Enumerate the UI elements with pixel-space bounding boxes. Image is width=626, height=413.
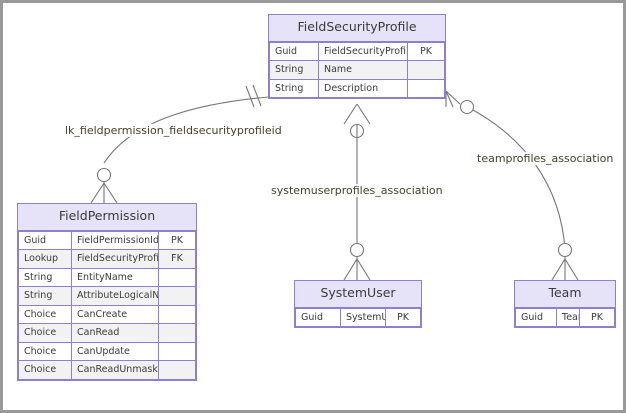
attribute-table: Guid FieldSecurityProfileId PK String Na… bbox=[269, 41, 445, 99]
crowfoot-zero-circle-team-bot bbox=[557, 242, 573, 258]
attr-name: FieldPermissionId bbox=[71, 230, 159, 250]
attr-name: AttributeLogicalName bbox=[71, 286, 159, 306]
attr-type: String bbox=[18, 286, 72, 306]
attr-name: CanUpdate bbox=[71, 341, 159, 361]
attr-type: Choice bbox=[18, 323, 72, 343]
attr-key bbox=[158, 341, 196, 361]
crowfoot-foot-sysuser-bot bbox=[343, 258, 371, 281]
attr-key: PK bbox=[579, 307, 615, 327]
entity-fieldpermission[interactable]: FieldPermission Guid FieldPermissionId P… bbox=[17, 203, 197, 381]
table-row[interactable]: Lookup FieldSecurityProfileId FK bbox=[18, 249, 196, 269]
attr-name: CanCreate bbox=[71, 304, 159, 324]
attr-type: Lookup bbox=[18, 249, 72, 269]
attr-type: Guid bbox=[515, 307, 557, 327]
edge-line-team bbox=[472, 109, 566, 250]
table-row[interactable]: Choice CanReadUnmasked bbox=[18, 360, 196, 380]
crowfoot-foot-sysuser-top bbox=[343, 103, 371, 125]
attribute-table: Guid SystemUserId PK bbox=[295, 307, 421, 328]
attr-key bbox=[158, 360, 196, 380]
attr-key bbox=[158, 323, 196, 343]
attr-type: Guid bbox=[269, 41, 319, 61]
entity-title: SystemUser bbox=[295, 281, 421, 308]
table-row[interactable]: Guid FieldPermissionId PK bbox=[18, 230, 196, 250]
attr-key: PK bbox=[385, 307, 421, 327]
attr-name: Name bbox=[318, 60, 408, 80]
attr-type: Choice bbox=[18, 304, 72, 324]
relationship-label-systemuserprofiles-association[interactable]: systemuserprofiles_association bbox=[269, 184, 445, 197]
crowfoot-zero-circle-lk bbox=[96, 167, 112, 183]
table-row[interactable]: String AttributeLogicalName bbox=[18, 286, 196, 306]
attr-name: EntityName bbox=[71, 267, 159, 287]
attr-name: FieldSecurityProfileId bbox=[71, 249, 159, 269]
attr-name: FieldSecurityProfileId bbox=[318, 41, 408, 61]
entity-title: FieldPermission bbox=[18, 204, 196, 231]
attr-type: Guid bbox=[18, 230, 72, 250]
attr-name: Description bbox=[318, 78, 408, 98]
attr-key: FK bbox=[158, 249, 196, 269]
entity-title: Team bbox=[515, 281, 615, 308]
table-row[interactable]: Choice CanRead bbox=[18, 323, 196, 343]
attr-type: Choice bbox=[18, 341, 72, 361]
attr-name: CanRead bbox=[71, 323, 159, 343]
entity-title: FieldSecurityProfile bbox=[269, 15, 445, 42]
crowfoot-one-tick-b bbox=[252, 84, 262, 107]
attr-name: TeamID bbox=[556, 307, 580, 327]
attr-key bbox=[158, 267, 196, 287]
table-row[interactable]: String Name bbox=[269, 60, 445, 80]
relationship-label-teamprofiles-association[interactable]: teamprofiles_association bbox=[475, 152, 616, 165]
attr-key bbox=[407, 78, 445, 98]
crowfoot-zero-circle-team-top bbox=[459, 99, 475, 115]
relationship-label-lk-fieldpermission-fieldsecurityprofileid[interactable]: lk_fieldpermission_fieldsecurityprofilei… bbox=[63, 124, 284, 137]
table-row[interactable]: Guid TeamID PK bbox=[515, 307, 615, 327]
entity-fieldsecurityprofile[interactable]: FieldSecurityProfile Guid FieldSecurityP… bbox=[268, 14, 446, 99]
crowfoot-foot-team-top bbox=[445, 90, 461, 108]
attribute-table: Guid FieldPermissionId PK Lookup FieldSe… bbox=[18, 230, 196, 380]
attr-type: String bbox=[18, 267, 72, 287]
attribute-table: Guid TeamID PK bbox=[515, 307, 615, 328]
crowfoot-one-tick-a bbox=[245, 85, 255, 108]
entity-team[interactable]: Team Guid TeamID PK bbox=[514, 280, 616, 328]
crowfoot-foot-team-bot bbox=[551, 258, 579, 281]
entity-systemuser[interactable]: SystemUser Guid SystemUserId PK bbox=[294, 280, 422, 328]
table-row[interactable]: Guid FieldSecurityProfileId PK bbox=[269, 41, 445, 61]
attr-key bbox=[407, 60, 445, 80]
attr-key bbox=[158, 304, 196, 324]
attr-name: CanReadUnmasked bbox=[71, 360, 159, 380]
attr-type: Guid bbox=[295, 307, 341, 327]
attr-type: Choice bbox=[18, 360, 72, 380]
table-row[interactable]: String EntityName bbox=[18, 267, 196, 287]
attr-type: String bbox=[269, 78, 319, 98]
attr-type: String bbox=[269, 60, 319, 80]
attr-name: SystemUserId bbox=[340, 307, 386, 327]
table-row[interactable]: Guid SystemUserId PK bbox=[295, 307, 421, 327]
attr-key: PK bbox=[407, 41, 445, 61]
crowfoot-zero-circle-sysuser-bot bbox=[349, 242, 365, 258]
attr-key bbox=[158, 286, 196, 306]
crowfoot-foot-lk bbox=[90, 182, 118, 204]
table-row[interactable]: Choice CanUpdate bbox=[18, 341, 196, 361]
table-row[interactable]: Choice CanCreate bbox=[18, 304, 196, 324]
crowfoot-zero-circle-sysuser-top bbox=[349, 123, 365, 139]
table-row[interactable]: String Description bbox=[269, 78, 445, 98]
attr-key: PK bbox=[158, 230, 196, 250]
